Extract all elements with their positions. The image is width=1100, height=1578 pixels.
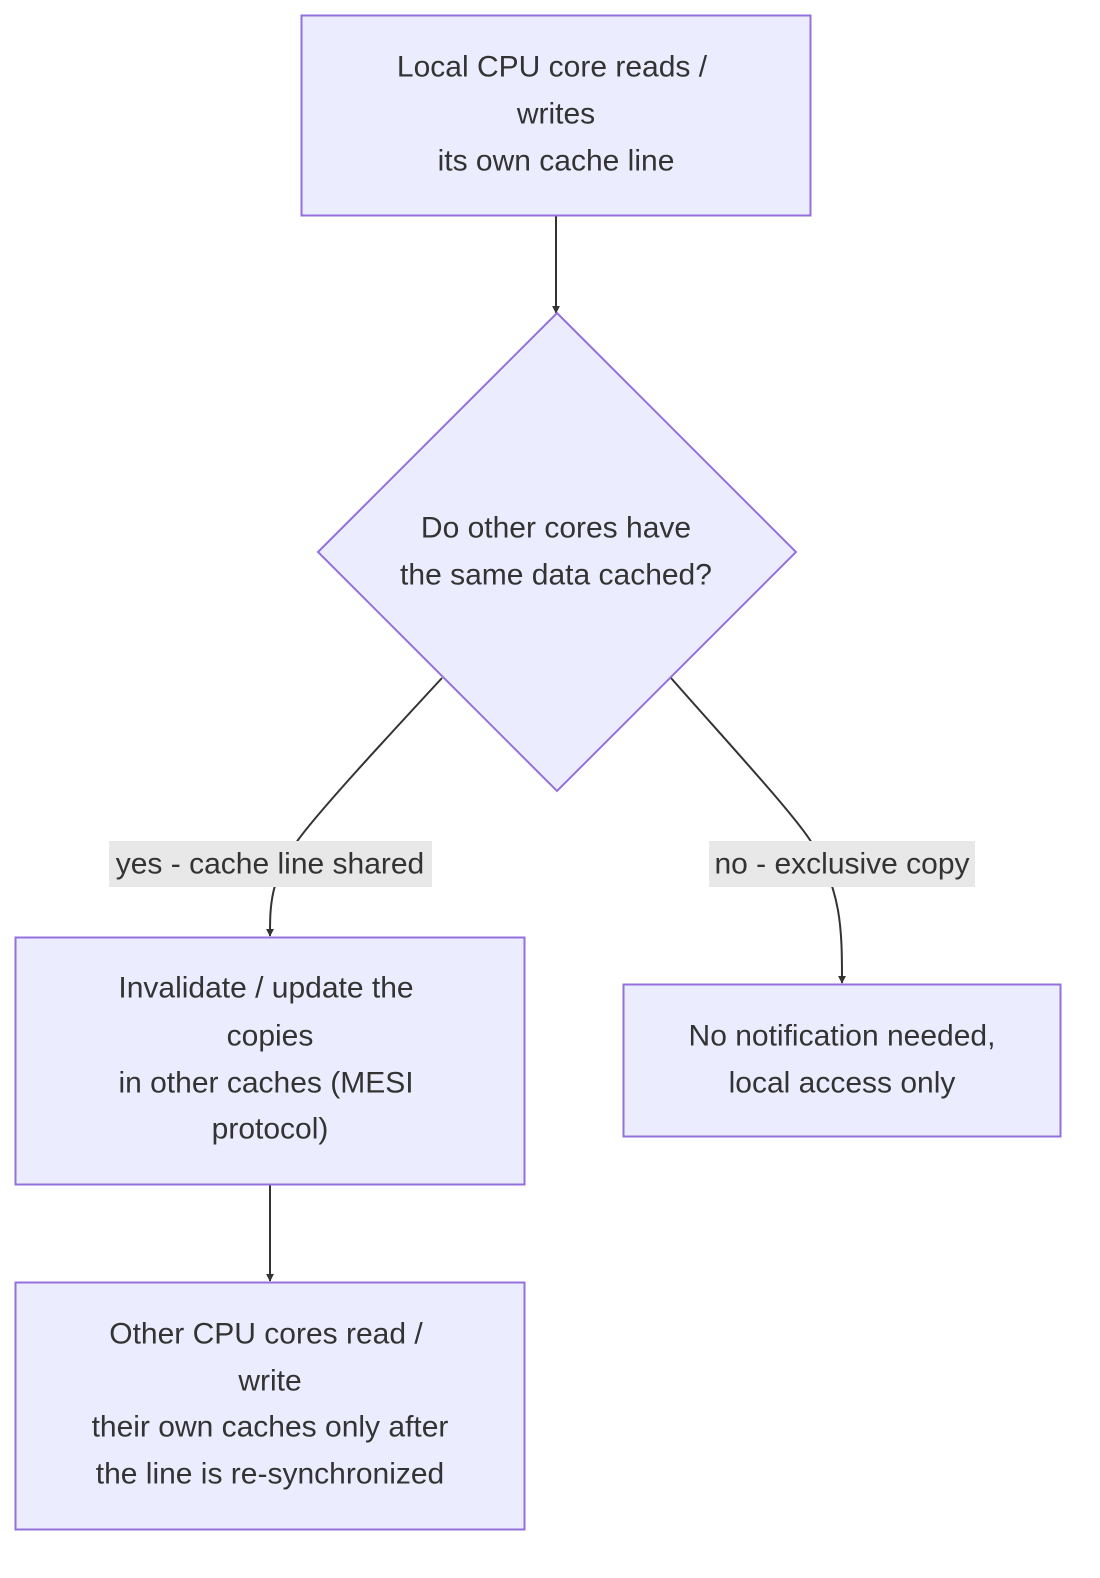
- node-no-notify-line-2: local access only: [729, 1067, 956, 1100]
- edge-decision-yes: [266, 677, 443, 937]
- edge-label-yes-text: yes - cache line shared: [116, 848, 425, 881]
- node-start-box: [300, 14, 812, 217]
- node-resync-line-3: their own caches only after: [92, 1411, 449, 1444]
- node-start: Local CPU core reads / writes its own ca…: [300, 14, 812, 217]
- node-resync-box: [14, 1281, 526, 1531]
- node-invalidate-line-3: in other caches (MESI: [118, 1067, 413, 1100]
- node-invalidate: Invalidate / update the copies in other …: [14, 936, 526, 1186]
- node-resync-line-2: write: [237, 1365, 301, 1398]
- node-no-notify-line-1: No notification needed,: [689, 1020, 996, 1053]
- node-no-notify: No notification needed, local access onl…: [622, 983, 1062, 1138]
- edge-label-no: no - exclusive copy: [709, 841, 975, 887]
- node-resync-line-4: the line is re-synchronized: [96, 1458, 445, 1491]
- node-invalidate-line-1: Invalidate / update the: [118, 972, 413, 1005]
- node-start-line-1: Local CPU core reads /: [397, 51, 708, 84]
- node-start-line-3: its own cache line: [438, 145, 675, 178]
- edge-label-yes-background: [109, 841, 432, 887]
- node-resync: Other CPU cores read / write their own c…: [14, 1281, 526, 1531]
- edge-label-no-text: no - exclusive copy: [714, 848, 969, 881]
- node-invalidate-line-4: protocol): [212, 1113, 329, 1146]
- node-decision-line-1: Do other cores have: [421, 512, 691, 545]
- edge-decision-no: [670, 677, 846, 984]
- node-decision: Do other cores have the same data cached…: [316, 311, 798, 793]
- node-decision-diamond: [316, 311, 798, 793]
- node-decision-line-2: the same data cached?: [400, 559, 712, 592]
- edges: [266, 216, 846, 1282]
- node-invalidate-box: [14, 936, 526, 1186]
- node-no-notify-box: [622, 983, 1062, 1138]
- node-invalidate-line-2: copies: [227, 1020, 314, 1053]
- edge-label-no-background: [709, 841, 975, 887]
- node-resync-line-1: Other CPU cores read /: [109, 1318, 423, 1351]
- node-start-line-2: writes: [516, 98, 595, 131]
- edge-label-yes: yes - cache line shared: [109, 841, 432, 887]
